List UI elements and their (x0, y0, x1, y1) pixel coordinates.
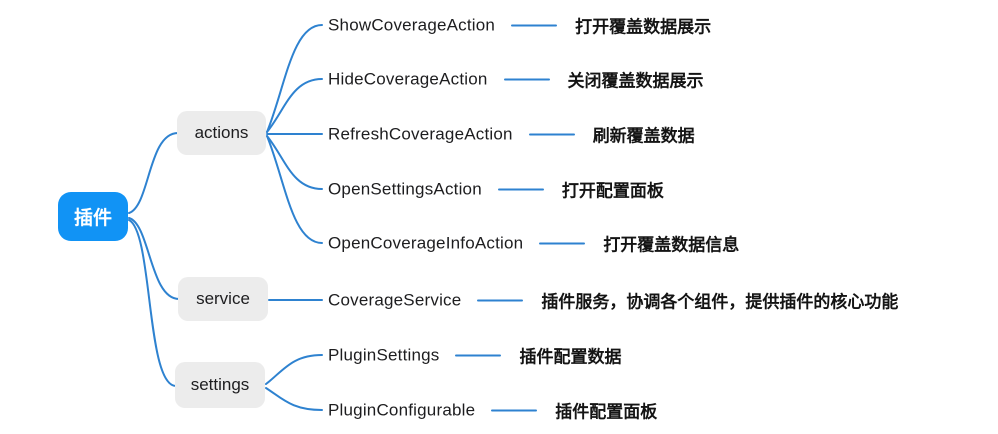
leaf-description: 打开覆盖数据展示 (575, 17, 712, 37)
link-actions-openinfo (266, 135, 323, 244)
leaf-name: OpenSettingsAction (328, 179, 482, 198)
link-root-actions (128, 132, 179, 214)
leaf-description: 关闭覆盖数据展示 (567, 71, 704, 91)
leaf-name: HideCoverageAction (328, 69, 488, 88)
leaf-row-show-coverage-action: ShowCoverageAction 打开覆盖数据展示 (328, 13, 711, 38)
leaf-connector-dash (539, 242, 586, 244)
leaf-row-plugin-settings: PluginSettings 插件配置数据 (328, 343, 621, 368)
leaf-connector-dash (497, 188, 544, 190)
branch-label-service: service (196, 289, 250, 308)
leaf-row-plugin-configurable: PluginConfigurable 插件配置面板 (328, 398, 657, 423)
leaf-name: ShowCoverageAction (328, 15, 496, 34)
leaf-row-hide-coverage-action: HideCoverageAction 关闭覆盖数据展示 (328, 67, 704, 92)
leaf-name: PluginConfigurable (328, 400, 476, 419)
leaf-description: 插件配置面板 (555, 402, 658, 422)
leaf-name: CoverageService (328, 290, 462, 309)
leaf-connector-dash (491, 409, 538, 411)
branch-label-actions: actions (194, 123, 249, 142)
leaf-description: 打开配置面板 (561, 181, 664, 201)
leaf-description: 刷新覆盖数据 (592, 126, 695, 146)
leaf-description: 打开覆盖数据信息 (603, 235, 740, 255)
branch-node-actions[interactable]: actions (177, 111, 266, 155)
leaf-row-refresh-coverage-action: RefreshCoverageAction 刷新覆盖数据 (328, 122, 695, 147)
leaf-connector-dash (503, 78, 550, 80)
leaf-description: 插件服务，协调各个组件，提供插件的核心功能 (541, 292, 899, 312)
link-actions-show (266, 24, 323, 133)
link-actions-hide (266, 78, 323, 133)
leaf-connector-dash (511, 24, 558, 26)
root-node-label: 插件 (73, 208, 112, 229)
link-settings-pluginsettings (265, 354, 323, 385)
leaf-row-coverage-service: CoverageService 插件服务，协调各个组件，提供插件的核心功能 (328, 288, 898, 313)
leaf-connector-dash (528, 133, 575, 135)
leaf-connector-dash (455, 354, 502, 356)
leaf-description: 插件配置数据 (519, 347, 622, 367)
branch-label-settings: settings (190, 375, 250, 394)
link-settings-pluginconfigurable (265, 387, 323, 411)
link-actions-opensettings (266, 135, 323, 190)
branch-node-settings[interactable]: settings (175, 362, 265, 408)
leaf-connector-dash (477, 299, 524, 301)
leaf-row-open-settings-action: OpenSettingsAction 打开配置面板 (328, 177, 664, 202)
link-root-settings (128, 219, 177, 387)
leaf-name: PluginSettings (328, 345, 440, 364)
leaf-row-open-coverage-info-action: OpenCoverageInfoAction 打开覆盖数据信息 (328, 231, 739, 256)
leaf-name: OpenCoverageInfoAction (328, 233, 524, 252)
root-node-plugin[interactable]: 插件 (58, 192, 128, 241)
link-root-service (128, 217, 180, 300)
leaf-name: RefreshCoverageAction (328, 124, 513, 143)
branch-node-service[interactable]: service (178, 277, 268, 321)
